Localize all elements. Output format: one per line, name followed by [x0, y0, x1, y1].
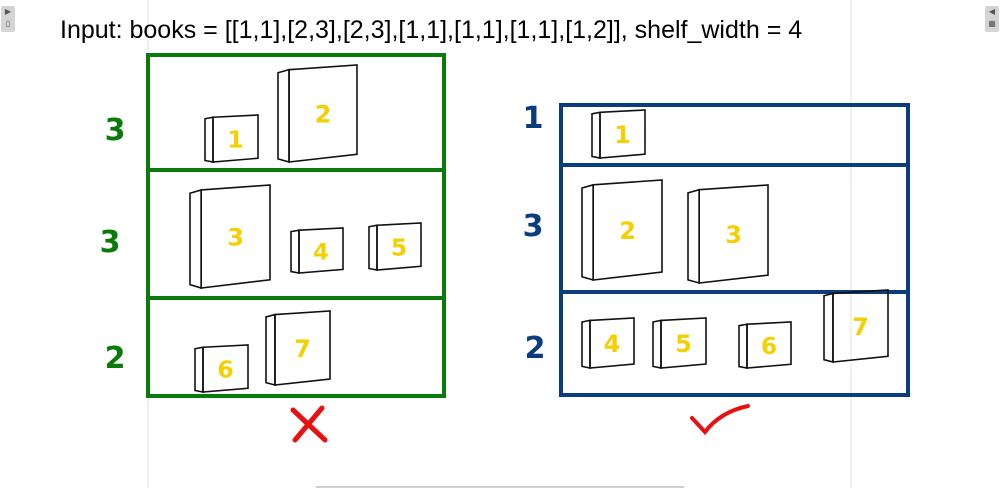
book-number: 3 — [725, 221, 742, 249]
book-cover — [202, 344, 249, 393]
shelf-height-label: 2 — [525, 331, 546, 366]
book-spine — [189, 188, 202, 290]
shelf-height-label: 3 — [523, 209, 544, 244]
book-number: 6 — [217, 356, 233, 384]
book-spine — [265, 313, 276, 387]
book-spine — [581, 183, 594, 282]
right-bookcase — [559, 103, 910, 397]
book-number: 1 — [614, 121, 631, 149]
book-number: 3 — [227, 224, 244, 252]
book-spine — [652, 319, 662, 369]
book-cover — [698, 184, 769, 284]
play-icon[interactable]: ▶▯ — [1, 6, 15, 32]
book-number: 4 — [313, 240, 329, 266]
book-cover — [660, 317, 707, 369]
book-number: 7 — [294, 335, 311, 363]
book-spine — [738, 323, 748, 369]
apps-icon[interactable]: ◀▦ — [985, 6, 999, 32]
book-spine — [687, 188, 700, 285]
book-cover — [746, 321, 792, 369]
book-number: 2 — [619, 217, 636, 245]
book-cover — [200, 184, 271, 289]
page-guide — [850, 0, 852, 488]
book-spine — [290, 229, 300, 274]
book-spine — [277, 68, 290, 164]
book-number: 5 — [675, 330, 692, 358]
book-cover — [832, 289, 889, 363]
shelf-height-label: 2 — [105, 341, 126, 376]
book-spine — [591, 111, 601, 159]
checkmark-icon — [690, 404, 750, 436]
problem-input: Input: books = [[1,1],[2,3],[2,3],[1,1],… — [60, 16, 803, 44]
book-cover — [288, 64, 358, 163]
left-bookcase — [146, 53, 446, 398]
book-number: 6 — [761, 334, 777, 360]
shelf-height-label: 3 — [100, 225, 121, 260]
shelf-height-label: 1 — [523, 101, 544, 136]
book-spine — [204, 116, 214, 163]
book-number: 2 — [315, 101, 332, 129]
shelf-height-label: 3 — [105, 113, 126, 148]
book-spine — [368, 224, 378, 271]
book-cover — [212, 114, 259, 163]
book-number: 5 — [391, 234, 407, 262]
book-cover — [376, 222, 422, 271]
book-number: 4 — [604, 330, 621, 358]
cross-icon — [290, 405, 328, 443]
book-number: 1 — [227, 126, 243, 154]
book-number: 7 — [852, 313, 869, 341]
book-spine — [823, 292, 834, 364]
book-spine — [581, 319, 591, 369]
book-spine — [194, 346, 204, 393]
book-cover — [599, 109, 646, 159]
scrollbar[interactable] — [316, 486, 684, 488]
book-cover — [274, 310, 331, 386]
book-cover — [589, 317, 635, 369]
book-cover — [592, 179, 663, 281]
book-cover — [298, 227, 344, 274]
